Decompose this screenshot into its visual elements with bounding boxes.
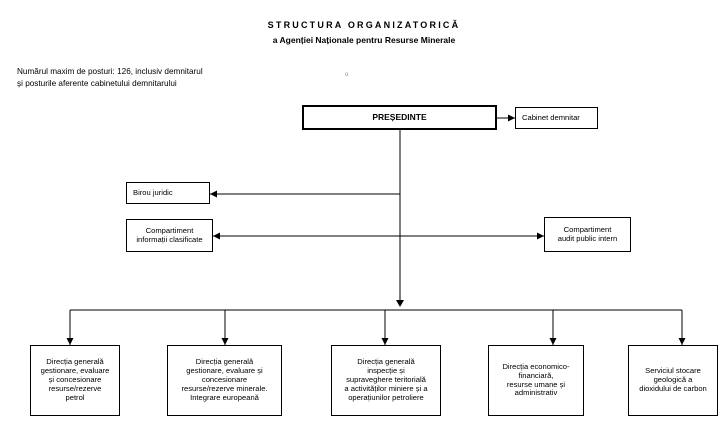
classified-info-box: Compartiment informații clasificate (126, 219, 213, 252)
legal-office-label: Birou juridic (133, 187, 173, 197)
department-label-petroleum: Direcția generală gestionare, evaluare ș… (40, 357, 110, 402)
president-box: PREȘEDINTE (302, 105, 497, 130)
trunk-arrowhead (396, 300, 404, 307)
cabinet-label: Cabinet demnitar (522, 112, 580, 122)
internal-audit-box: Compartiment audit public intern (544, 217, 631, 252)
legal-office-box: Birou juridic (126, 182, 210, 204)
department-box-minerals: Direcția generală gestionare, evaluare ș… (167, 345, 282, 416)
department-box-co2-storage: Serviciul stocare geologică a dioxidului… (628, 345, 718, 416)
classified-info-label: Compartiment informații clasificate (136, 225, 203, 244)
department-box-inspection: Direcția generală inspecție și supravegh… (331, 345, 441, 416)
staff-note-line-2: și posturile aferente cabinetului demnit… (17, 79, 177, 88)
department-label-inspection: Direcția generală inspecție și supravegh… (344, 357, 428, 402)
department-label-minerals: Direcția generală gestionare, evaluare ș… (181, 357, 268, 402)
staff-note-line-1: Numărul maxim de posturi: 126, inclusiv … (17, 67, 203, 76)
department-box-petroleum: Direcția generală gestionare, evaluare ș… (30, 345, 120, 416)
cabinet-box: Cabinet demnitar (515, 107, 598, 129)
department-label-economic: Direcția economico- financiară, resurse … (502, 361, 570, 398)
president-label: PREȘEDINTE (372, 112, 427, 123)
chart-title: STRUCTURA ORGANIZATORICĂ (267, 20, 461, 30)
department-box-economic: Direcția economico- financiară, resurse … (488, 345, 584, 416)
chart-subtitle: a Agenției Naționale pentru Resurse Mine… (272, 35, 456, 45)
department-label-co2-storage: Serviciul stocare geologică a dioxidului… (639, 366, 707, 393)
stray-mark: o (345, 72, 349, 78)
internal-audit-label: Compartiment audit public intern (557, 224, 618, 243)
